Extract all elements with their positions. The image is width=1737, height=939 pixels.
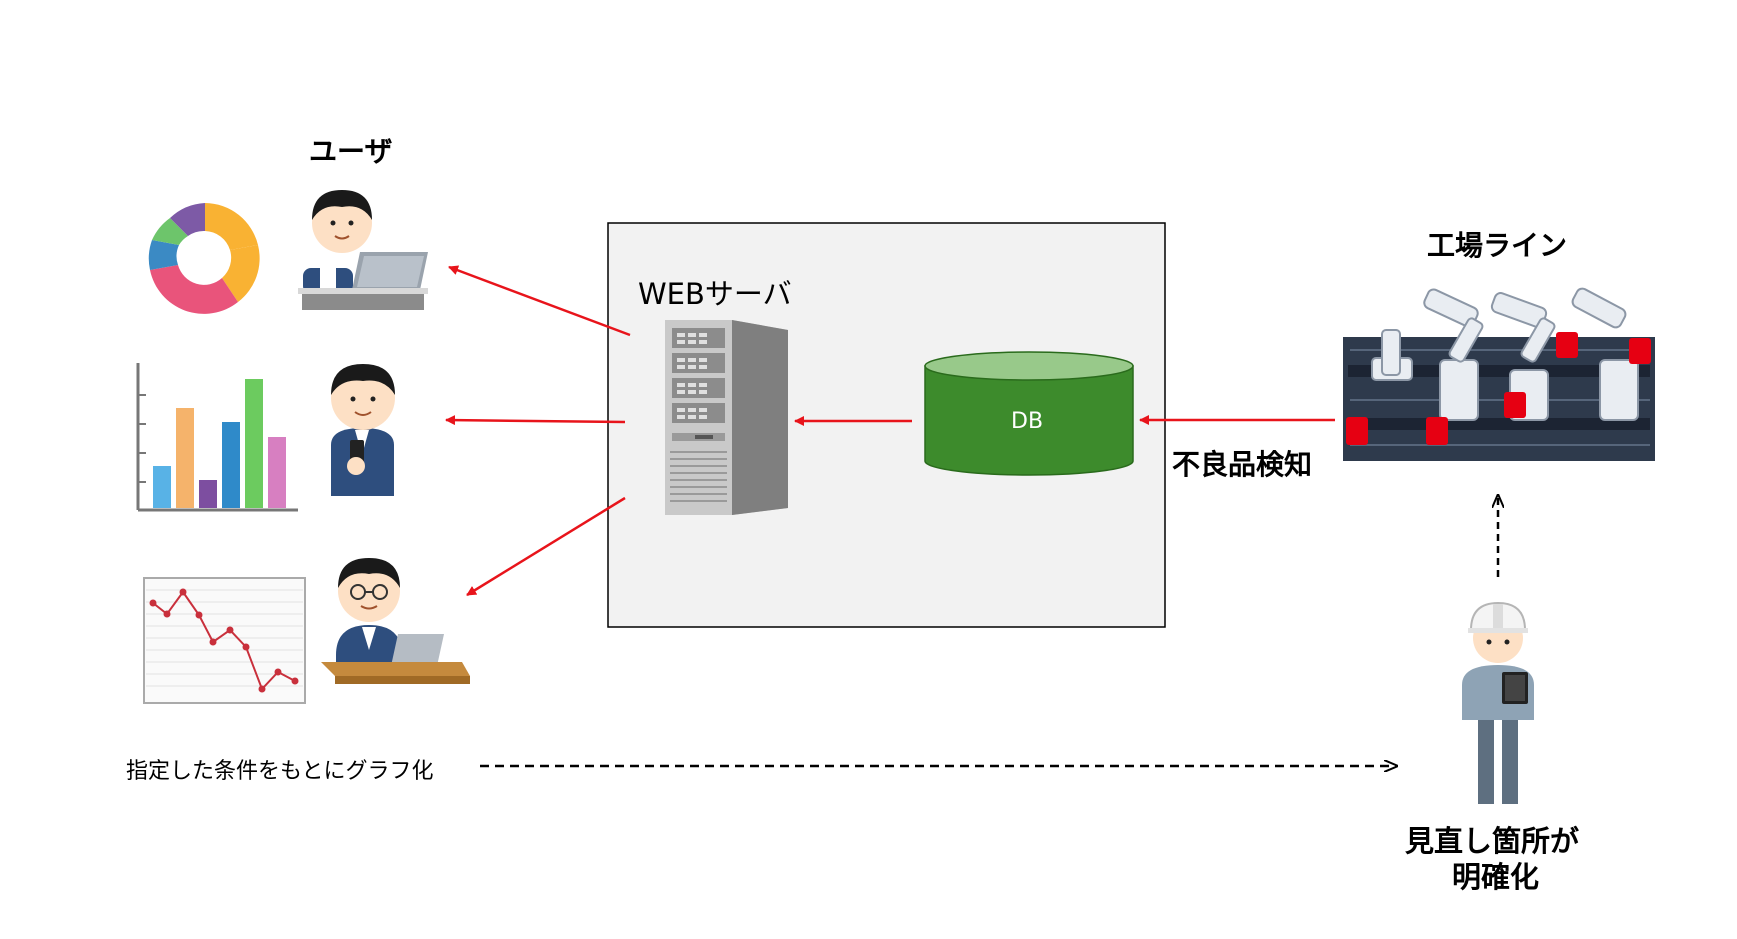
- database-icon: [924, 351, 1134, 476]
- arrow-server-to-user2: [445, 415, 626, 426]
- user-laptop-icon: [298, 190, 428, 310]
- arrow-server-to-user3: [466, 496, 626, 597]
- line-chart-icon: [143, 577, 306, 704]
- review-caption-line1: 見直し箇所が: [1405, 824, 1580, 858]
- defect-detection-label: 不良品検知: [1172, 448, 1313, 481]
- review-caption-line2: 明確化: [1452, 860, 1540, 894]
- red-arrows: [445, 265, 1335, 597]
- factory-robot-line-icon: [1343, 287, 1655, 461]
- user-desk-icon: [321, 558, 470, 684]
- arrow-server-to-user1: [448, 265, 631, 337]
- db-label: DB: [1011, 409, 1044, 434]
- inspector-worker-icon: [1462, 601, 1534, 804]
- factory-line-label: 工場ライン: [1427, 229, 1568, 262]
- server-tower-icon: [665, 320, 788, 515]
- web-server-label: WEBサーバ: [638, 277, 792, 311]
- graph-caption: 指定した条件をもとにグラフ化: [126, 759, 434, 784]
- user-phone-icon: [331, 364, 395, 496]
- bar-chart-icon: [136, 363, 298, 512]
- donut-chart-icon: [148, 203, 260, 314]
- users-label: ユーザ: [309, 135, 393, 168]
